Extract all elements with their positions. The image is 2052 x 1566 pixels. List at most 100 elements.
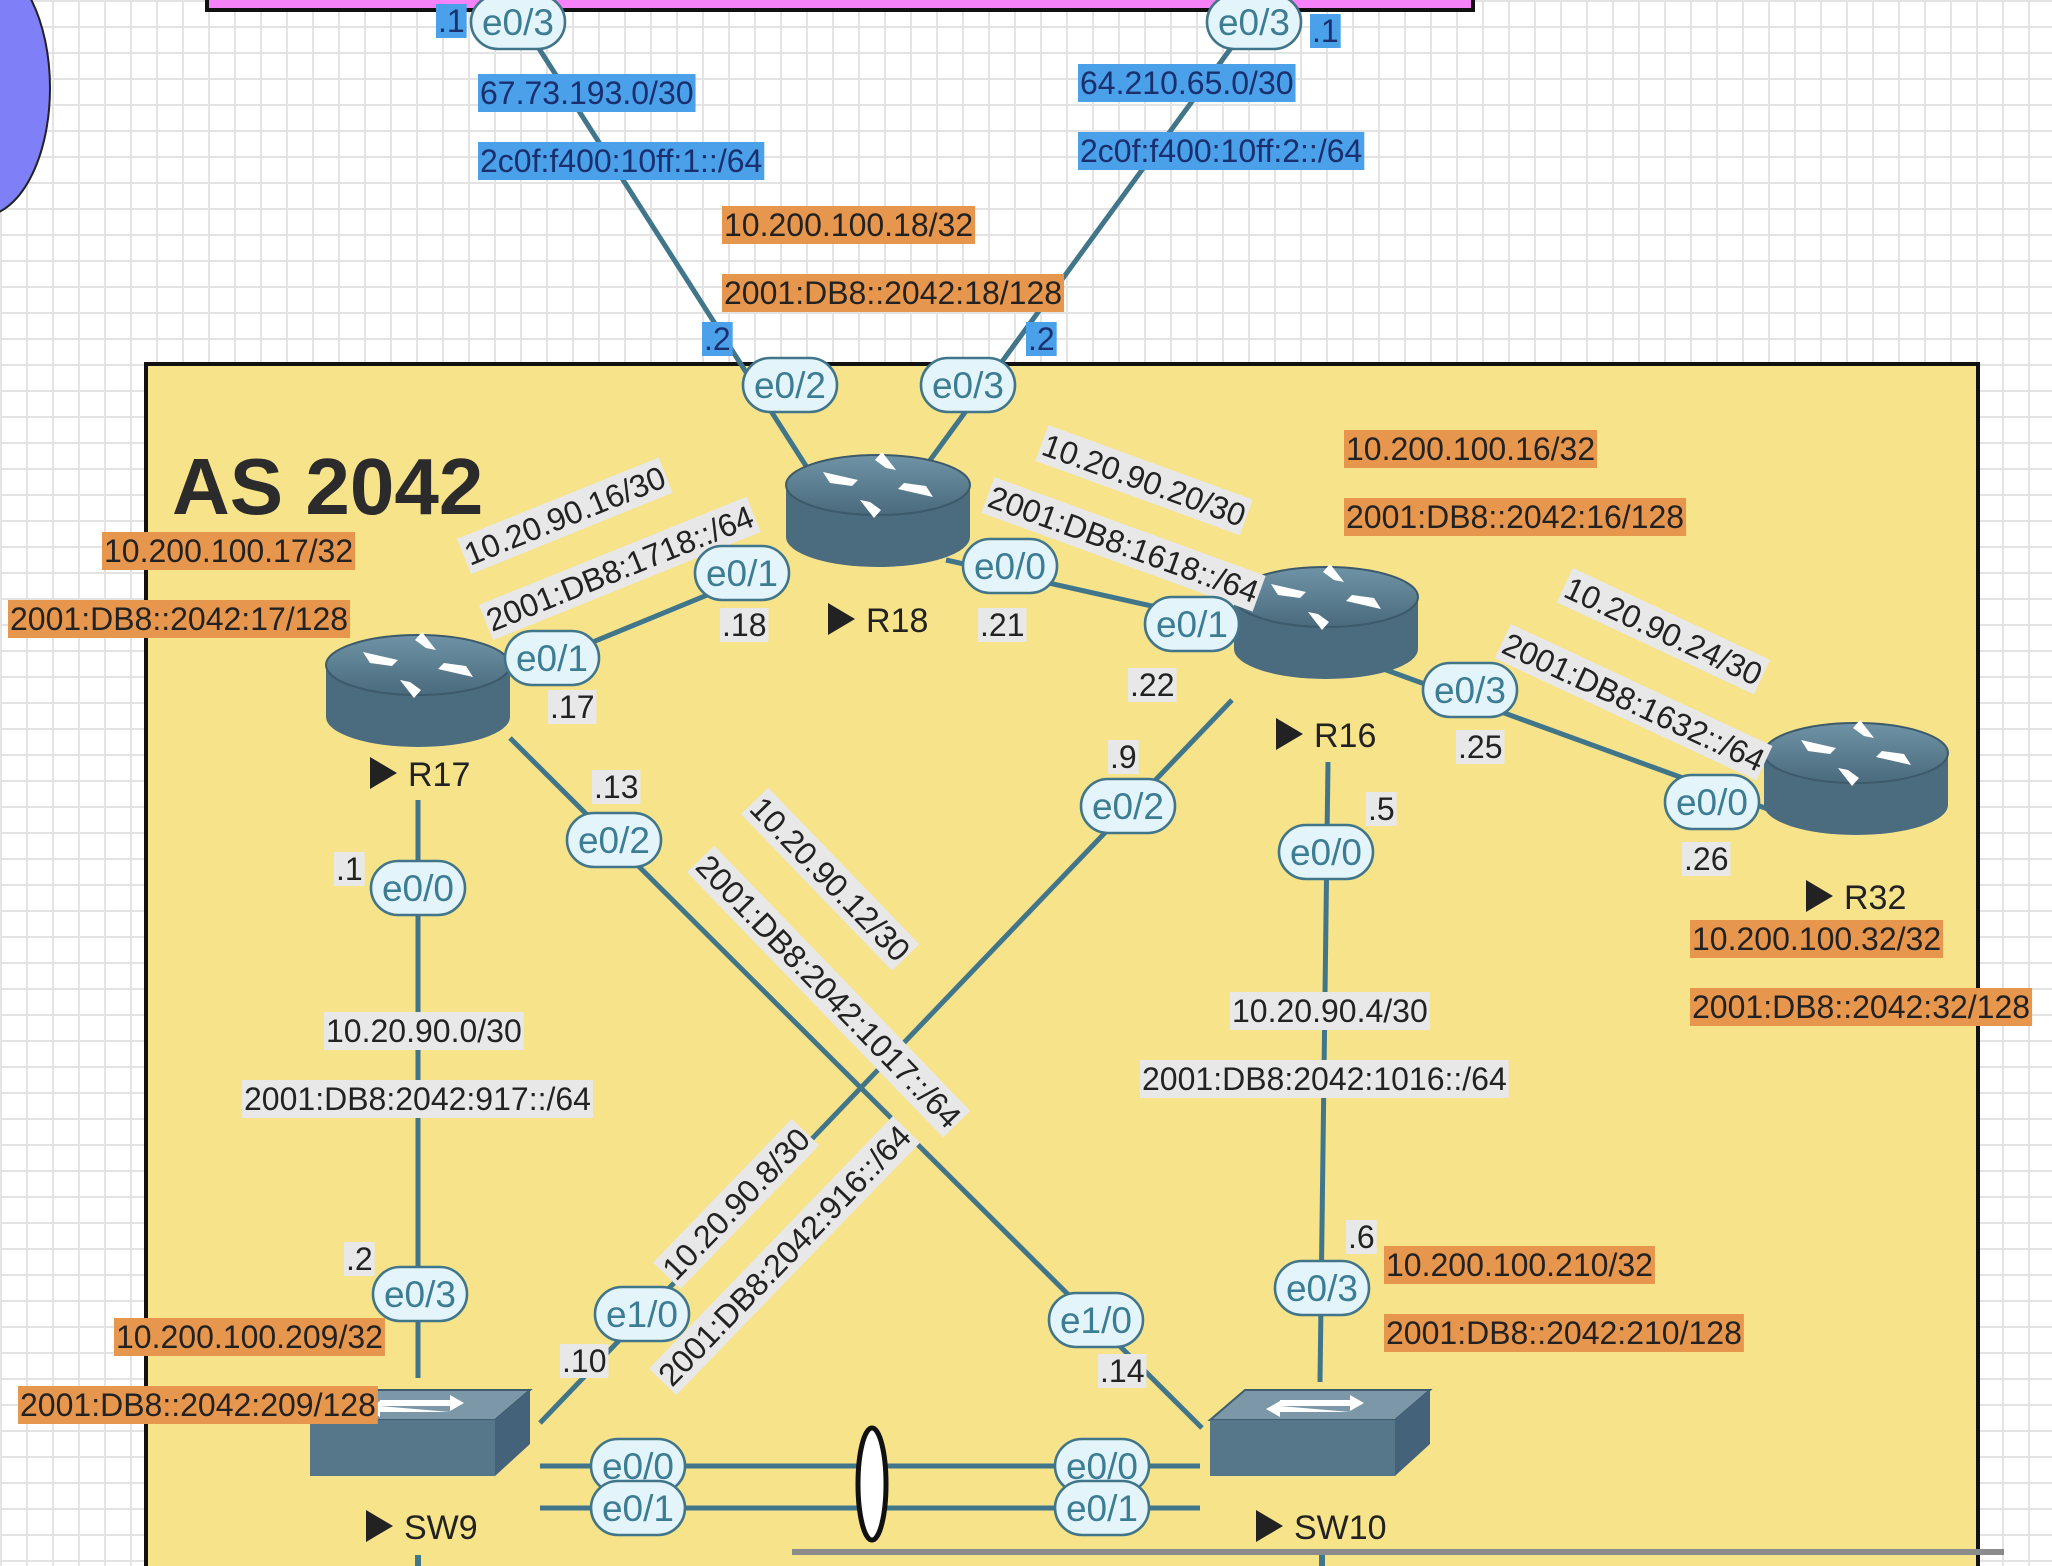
play-icon [1276, 718, 1303, 750]
subnet-r16-sw10-v6-bg [1140, 1060, 1509, 1098]
subnet-isp2-v6-bg [1078, 132, 1365, 170]
loopback-r32-v4-bg [1690, 920, 1944, 958]
svg-text:R17: R17 [408, 756, 470, 794]
iface-isp1-e03[interactable]: e0/3 [469, 0, 567, 51]
octet-r16-e00-text: .5 [1368, 791, 1395, 827]
play-icon [1806, 880, 1833, 912]
octet-isp2-bg [1310, 14, 1341, 48]
device-name-r16: R16 [1276, 717, 1376, 755]
port-channel-ellipse [855, 1425, 889, 1543]
subnet-r16-sw10-v6-text: 2001:DB8:2042:1016::/64 [1142, 1061, 1507, 1097]
loopback-r32-v6-text: 2001:DB8::2042:32/128 [1692, 989, 2030, 1025]
subnet-isp1-v6: 2c0f:f400:10ff:1::/64 [478, 142, 765, 180]
loopback-r17-v6-bg [8, 600, 351, 638]
iface-r18-e00[interactable]: e0/0 [961, 537, 1059, 595]
subnet-r18-r16-v4-bg [1035, 425, 1253, 536]
subnet-r16-sw10-v4-text: 10.20.90.4/30 [1232, 993, 1428, 1029]
octet-sw9-e10: .10 [560, 1343, 609, 1379]
device-name-sw10: SW10 [1256, 1509, 1387, 1547]
loopback-r16-v4: 10.200.100.16/32 [1344, 430, 1598, 468]
iface-sw10-e03[interactable]: e0/3 [1273, 1259, 1371, 1317]
iface-r18-e01[interactable]: e0/1 [693, 544, 791, 602]
iface-r32-e00[interactable]: e0/0 [1663, 773, 1761, 831]
iface-sw10-e01[interactable]: e0/1 [1053, 1479, 1151, 1537]
loopback-r17-v6: 2001:DB8::2042:17/128 [8, 600, 351, 638]
iface-r18-e03[interactable]: e0/3 [919, 356, 1017, 414]
subnet-r17-sw10-v6-bg [686, 845, 971, 1138]
octet-isp1: .1 [436, 3, 467, 39]
octet-r17-e02-bg [592, 770, 641, 804]
loopback-r17-v4-bg [102, 532, 356, 570]
octet-sw10-e03-bg [1346, 1220, 1377, 1254]
loopback-sw10-v4: 10.200.100.210/32 [1384, 1246, 1655, 1284]
octet-r16-e02: .9 [1108, 739, 1139, 775]
subnet-r17-sw9-v6: 2001:DB8:2042:917::/64 [242, 1080, 593, 1118]
loopback-r16-v6: 2001:DB8::2042:16/128 [1344, 498, 1687, 536]
router-r32[interactable] [1763, 719, 1949, 836]
iface-sw10-e10[interactable]: e1/0 [1047, 1291, 1145, 1349]
octet-r18-e01-bg [720, 608, 769, 642]
iface-r18-e01-bg [693, 544, 791, 602]
subnet-r17-sw9-v4: 10.20.90.0/30 [324, 1012, 524, 1050]
loopback-r32-v6: 2001:DB8::2042:32/128 [1690, 988, 2033, 1026]
subnet-r16-sw10-v4: 10.20.90.4/30 [1230, 992, 1430, 1030]
iface-r16-e02[interactable]: e0/2 [1079, 777, 1177, 835]
iface-r16-e03[interactable]: e0/3 [1421, 661, 1519, 719]
iface-r16-e01-label: e0/1 [1156, 604, 1228, 645]
iface-r16-e03-bg [1421, 661, 1519, 719]
subnet-r17-sw9-v6-text: 2001:DB8:2042:917::/64 [244, 1081, 591, 1117]
subnet-r16-sw9-v6-bg [649, 1116, 921, 1395]
router-r18[interactable] [785, 451, 971, 568]
subnet-isp1-v4-text: 67.73.193.0/30 [480, 75, 694, 111]
loopback-r16-v6-bg [1344, 498, 1687, 536]
octet-r17-e01: .17 [548, 689, 597, 725]
octet-sw10-e03-text: .6 [1348, 1219, 1375, 1255]
loopback-r32-v4-text: 10.200.100.32/32 [1692, 921, 1941, 957]
isp-cloud [0, 0, 51, 213]
octet-sw9-e10-text: .10 [562, 1343, 606, 1379]
switch-sw10[interactable] [1209, 1389, 1431, 1477]
iface-r16-e02-label: e0/2 [1092, 786, 1164, 827]
octet-sw9-e03-text: .2 [346, 1241, 373, 1277]
iface-sw9-e03[interactable]: e0/3 [371, 1265, 469, 1323]
loopback-r18-v6-bg [722, 274, 1065, 312]
octet-r16-e00-bg [1366, 792, 1397, 826]
iface-sw9-e01[interactable]: e0/1 [589, 1479, 687, 1537]
iface-isp2-e03-bg [1205, 0, 1303, 51]
loopback-sw10-v4-bg [1384, 1246, 1655, 1284]
loopback-sw10-v6: 2001:DB8::2042:210/128 [1384, 1314, 1744, 1352]
subnet-isp2-v6: 2c0f:f400:10ff:2::/64 [1078, 132, 1365, 170]
iface-r16-e02-bg [1079, 777, 1177, 835]
iface-r17-e02-label: e0/2 [578, 820, 650, 861]
subnet-r16-r32-v4-bg [1556, 567, 1771, 695]
loopback-r18-v6-text: 2001:DB8::2042:18/128 [724, 275, 1062, 311]
octet-r18-e02: .2 [702, 321, 733, 357]
iface-sw9-e03-label: e0/3 [384, 1274, 456, 1315]
iface-r18-e02[interactable]: e0/2 [741, 356, 839, 414]
iface-r17-e02-bg [565, 811, 663, 869]
iface-r18-e00-label: e0/0 [974, 546, 1046, 587]
octet-r16-e00: .5 [1366, 791, 1397, 827]
iface-sw9-e10[interactable]: e1/0 [593, 1285, 691, 1343]
octet-r17-e01-bg [548, 690, 597, 724]
loopback-sw9-v4: 10.200.100.209/32 [114, 1318, 385, 1356]
iface-r18-e03-label: e0/3 [932, 365, 1004, 406]
iface-r17-e01[interactable]: e0/1 [503, 629, 601, 687]
iface-r16-e03-label: e0/3 [1434, 670, 1506, 711]
iface-r17-e00[interactable]: e0/0 [369, 859, 467, 917]
router-r17[interactable] [325, 631, 511, 748]
iface-r17-e02[interactable]: e0/2 [565, 811, 663, 869]
iface-r17-e00-bg [369, 859, 467, 917]
iface-sw10-e03-bg [1273, 1259, 1371, 1317]
subnet-r17-sw9-v4-bg [324, 1012, 524, 1050]
octet-sw10-e10: .14 [1098, 1353, 1147, 1389]
iface-r16-e01[interactable]: e0/1 [1143, 595, 1241, 653]
iface-r16-e00[interactable]: e0/0 [1277, 823, 1375, 881]
subnet-r16-sw10-v4-bg [1230, 992, 1430, 1030]
isp-box [205, 0, 1475, 12]
iface-isp1-e03-label: e0/3 [482, 2, 554, 43]
subnet-isp2-v4-bg [1078, 64, 1296, 102]
iface-sw10-e03-label: e0/3 [1286, 1268, 1358, 1309]
iface-isp2-e03[interactable]: e0/3 [1205, 0, 1303, 51]
